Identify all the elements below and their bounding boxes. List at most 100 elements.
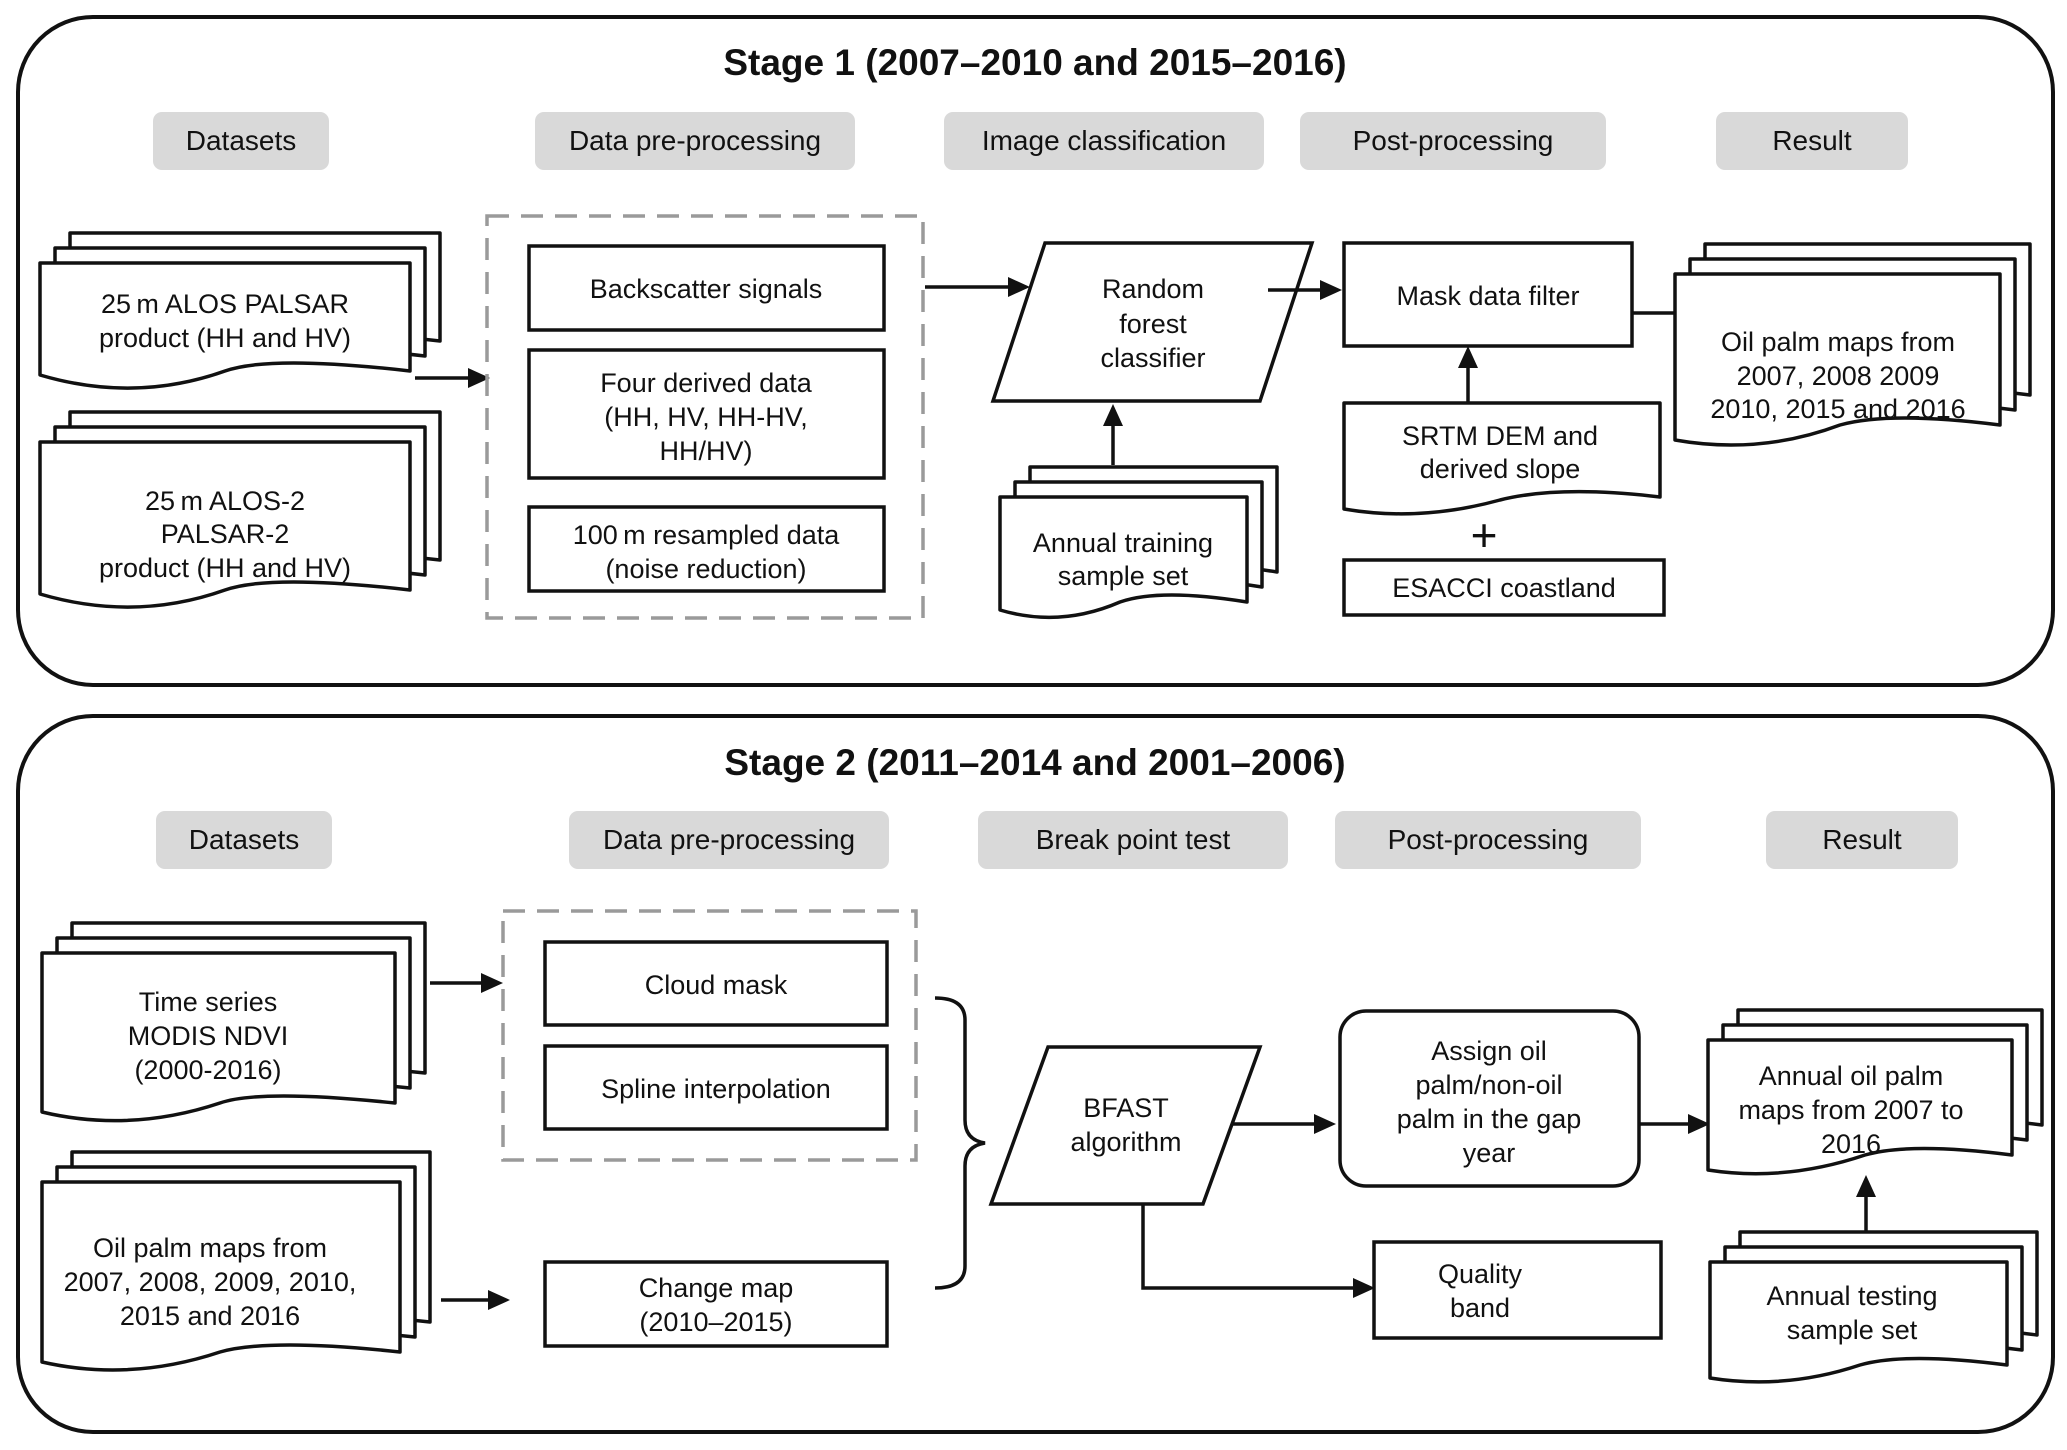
stage1-dataset-alos2-palsar2: 25 m ALOS-2 PALSAR-2 product (HH and HV)	[38, 410, 442, 609]
stage1-classifier-line2: forest	[1119, 309, 1187, 339]
stage1-title: Stage 1 (2007–2010 and 2015–2016)	[723, 42, 1346, 83]
stage2-panel: Stage 2 (2011–2014 and 2001–2006) Datase…	[16, 714, 2055, 1434]
stage1-header-postprocessing: Post-processing	[1300, 112, 1606, 170]
stage2-header-preprocessing-label: Data pre-processing	[603, 824, 855, 855]
stage2-quality-band: Quality band	[1372, 1240, 1663, 1340]
stage1-panel: Stage 1 (2007–2010 and 2015–2016) Datase…	[16, 15, 2055, 687]
stage1-srtm-line1: SRTM DEM and	[1402, 421, 1598, 451]
stage1-esacci-label: ESACCI coastland	[1392, 573, 1616, 603]
stage1-box-derived-line1: Four derived data	[600, 368, 813, 398]
stage2-header-postprocessing-label: Post-processing	[1388, 824, 1589, 855]
stage1-dataset-alos-palsar-line2: product (HH and HV)	[99, 323, 351, 353]
stage2-result-line2: maps from 2007 to	[1738, 1095, 1963, 1125]
stage1-header-result: Result	[1716, 112, 1908, 170]
stage1-header-preprocessing-label: Data pre-processing	[569, 125, 821, 156]
stage2-modis-line2: MODIS NDVI	[128, 1021, 289, 1051]
stage1-header-classification-label: Image classification	[982, 125, 1226, 156]
stage2-dataset-oil-palm-maps: Oil palm maps from 2007, 2008, 2009, 201…	[40, 1150, 432, 1372]
stage1-training-line1: Annual training	[1033, 528, 1213, 558]
stage2-oilpalm-line1: Oil palm maps from	[93, 1233, 327, 1263]
stage1-plus-sign: +	[1471, 509, 1498, 561]
stage2-oilpalm-line3: 2015 and 2016	[120, 1301, 300, 1331]
stage2-arrow-bfast-to-assign	[1232, 1114, 1336, 1134]
stage1-header-classification: Image classification	[944, 112, 1264, 170]
stage2-oilpalm-line2: 2007, 2008, 2009, 2010,	[64, 1267, 357, 1297]
stage2-result-annual-maps: Annual oil palm maps from 2007 to 2016	[1706, 1008, 2044, 1176]
stage1-arrow-datasets-to-preprocessing	[415, 368, 490, 388]
stage1-training-sample-set: Annual training sample set	[998, 465, 1279, 620]
stage2-assign-line4: year	[1463, 1138, 1516, 1168]
stage1-header-datasets: Datasets	[153, 112, 329, 170]
stage2-spline-label: Spline interpolation	[601, 1074, 831, 1104]
stage2-preprocessing-group	[501, 909, 918, 1162]
stage1-srtm-line2: derived slope	[1420, 454, 1581, 484]
stage2-arrow-oilpalm-to-changemap	[441, 1290, 510, 1310]
stage2-arrow-modis-to-preprocessing	[430, 973, 503, 993]
stage1-result-line2: 2007, 2008 2009	[1737, 361, 1940, 391]
stage2-assign-line2: palm/non-oil	[1415, 1070, 1562, 1100]
stage2-arrow-testing-to-result	[1856, 1175, 1876, 1232]
stage1-dataset-alos2-line3: product (HH and HV)	[99, 553, 351, 583]
stage1-dataset-alos2-line2: PALSAR-2	[161, 519, 290, 549]
stage2-header-datasets: Datasets	[156, 811, 332, 869]
stage2-header-result: Result	[1766, 811, 1958, 869]
stage1-result-line1: Oil palm maps from	[1721, 327, 1955, 357]
stage2-change-map-line2: (2010–2015)	[639, 1307, 792, 1337]
stage2-box-cloud-mask: Cloud mask	[543, 940, 889, 1027]
stage1-random-forest-classifier: Random forest classifier	[990, 241, 1315, 403]
stage1-box-backscatter: Backscatter signals	[527, 244, 886, 332]
stage2-assign-line3: palm in the gap	[1397, 1104, 1582, 1134]
stage1-dataset-alos2-line1: 25 m ALOS-2	[145, 486, 305, 516]
stage2-bfast-line2: algorithm	[1070, 1127, 1181, 1157]
stage1-box-resampled-line2: (noise reduction)	[605, 554, 806, 584]
stage1-result-oil-palm-maps: Oil palm maps from 2007, 2008 2009 2010,…	[1673, 242, 2032, 447]
stage1-box-resampled-line1: 100 m resampled data	[573, 520, 841, 550]
stage2-header-datasets-label: Datasets	[189, 824, 300, 855]
stage1-arrow-srtm-to-mask	[1458, 346, 1478, 403]
stage2-quality-line1: Quality	[1438, 1259, 1523, 1289]
stage2-title: Stage 2 (2011–2014 and 2001–2006)	[724, 742, 1345, 783]
stage2-cloud-mask-label: Cloud mask	[645, 970, 788, 1000]
stage2-brace	[934, 996, 986, 1290]
stage2-header-breakpoint: Break point test	[978, 811, 1288, 869]
stage1-box-derived: Four derived data (HH, HV, HH-HV, HH/HV)	[527, 348, 886, 480]
stage2-header-result-label: Result	[1822, 824, 1902, 855]
stage1-esacci-coastland: ESACCI coastland	[1342, 558, 1666, 617]
stage2-header-breakpoint-label: Break point test	[1036, 824, 1231, 855]
stage2-testing-line2: sample set	[1787, 1315, 1918, 1345]
stage1-arrow-training-to-classifier	[1103, 404, 1123, 465]
stage1-header-datasets-label: Datasets	[186, 125, 297, 156]
stage1-mask-data-filter-label: Mask data filter	[1396, 281, 1579, 311]
stage1-box-derived-line2: (HH, HV, HH-HV,	[604, 402, 808, 432]
stage2-testing-line1: Annual testing	[1766, 1281, 1937, 1311]
stage2-arrow-assign-to-result	[1639, 1114, 1710, 1134]
stage1-arrow-preprocessing-to-classifier	[925, 277, 1030, 297]
stage1-srtm-dem: SRTM DEM and derived slope	[1342, 401, 1662, 516]
stage1-arrow-classifier-to-mask	[1268, 280, 1342, 300]
stage1-header-postprocessing-label: Post-processing	[1353, 125, 1554, 156]
stage2-quality-line2: band	[1450, 1293, 1510, 1323]
stage2-assign-oil-palm: Assign oil palm/non-oil palm in the gap …	[1338, 1009, 1641, 1188]
stage1-preprocessing-group	[485, 214, 925, 620]
stage2-header-postprocessing: Post-processing	[1335, 811, 1641, 869]
stage2-assign-line1: Assign oil	[1431, 1036, 1547, 1066]
stage2-modis-line3: (2000-2016)	[134, 1055, 281, 1085]
stage1-classifier-line3: classifier	[1100, 343, 1205, 373]
stage2-header-preprocessing: Data pre-processing	[569, 811, 889, 869]
stage1-header-result-label: Result	[1772, 125, 1852, 156]
stage1-training-line2: sample set	[1058, 561, 1189, 591]
stage1-box-resampled: 100 m resampled data (noise reduction)	[527, 505, 886, 593]
stage1-result-line3: 2010, 2015 and 2016	[1710, 394, 1965, 424]
stage2-bfast-algorithm: BFAST algorithm	[988, 1045, 1263, 1206]
stage2-result-line1: Annual oil palm	[1759, 1061, 1944, 1091]
stage2-box-change-map: Change map (2010–2015)	[543, 1260, 889, 1348]
stage1-dataset-alos-palsar: 25 m ALOS PALSAR product (HH and HV)	[38, 231, 442, 390]
stage2-arrow-bfast-to-quality	[1141, 1204, 1375, 1298]
stage2-dataset-modis-ndvi: Time series MODIS NDVI (2000-2016)	[40, 921, 427, 1123]
stage1-mask-data-filter: Mask data filter	[1342, 241, 1634, 348]
stage2-testing-sample-set: Annual testing sample set	[1708, 1230, 2039, 1384]
stage1-header-preprocessing: Data pre-processing	[535, 112, 855, 170]
stage2-change-map-line1: Change map	[639, 1273, 794, 1303]
stage2-result-line3: 2016	[1821, 1129, 1881, 1159]
